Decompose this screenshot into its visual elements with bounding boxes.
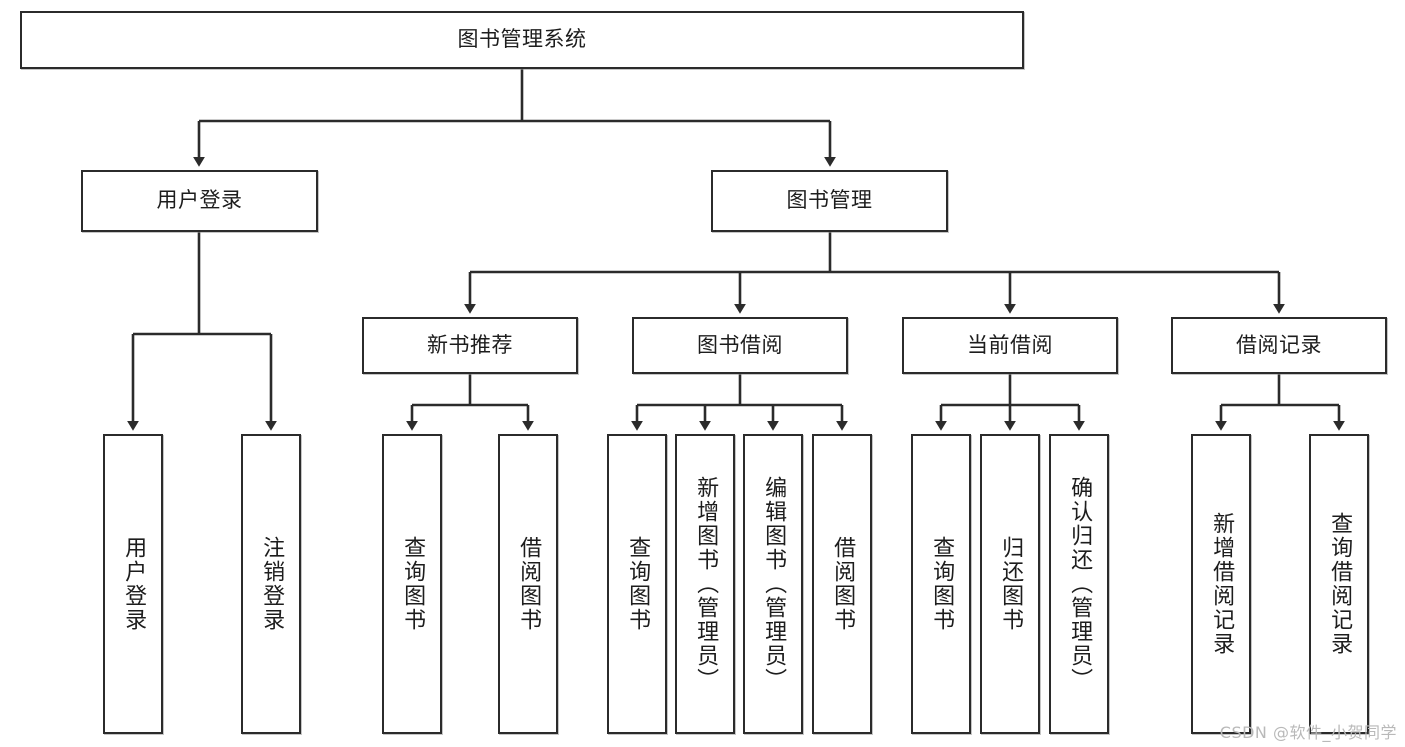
node-book-borrow[interactable]: 图书借阅 [632,317,848,374]
node-label: 新增借阅记录 [1209,512,1235,656]
node-label: 注销登录 [259,536,285,632]
node-label: 图书管理 [786,188,873,213]
leaf-user-login[interactable]: 用户登录 [103,434,163,734]
leaf-current-confirm-return-admin[interactable]: 确认归还（管理员） [1049,434,1109,734]
node-current-borrow[interactable]: 当前借阅 [902,317,1118,374]
node-label: 当前借阅 [967,332,1053,357]
node-new-book-recommend[interactable]: 新书推荐 [362,317,578,374]
node-root-system[interactable]: 图书管理系统 [20,11,1024,69]
leaf-current-query-book[interactable]: 查询图书 [911,434,971,734]
leaf-borrow-edit-book-admin[interactable]: 编辑图书（管理员） [743,434,803,734]
node-label: 用户登录 [156,188,243,213]
leaf-borrow-add-book-admin[interactable]: 新增图书（管理员） [675,434,735,734]
node-label: 用户登录 [121,536,147,632]
leaf-borrow-borrow-book[interactable]: 借阅图书 [812,434,872,734]
node-label: 图书管理系统 [457,27,587,52]
node-label: 查询图书 [929,536,955,632]
leaf-current-return-book[interactable]: 归还图书 [980,434,1040,734]
leaf-recommend-query-book[interactable]: 查询图书 [382,434,442,734]
leaf-record-query-record[interactable]: 查询借阅记录 [1309,434,1369,734]
leaf-user-logout[interactable]: 注销登录 [241,434,301,734]
node-label: 归还图书 [998,536,1024,632]
node-user-login[interactable]: 用户登录 [81,170,318,232]
node-label: 新增图书（管理员） [693,476,719,692]
node-label: 图书借阅 [697,332,783,357]
node-label: 确认归还（管理员） [1067,476,1093,692]
node-label: 查询图书 [400,536,426,632]
node-label: 借阅图书 [516,536,542,632]
node-borrow-record[interactable]: 借阅记录 [1171,317,1387,374]
watermark: CSDN @软件_小贺同学 [1219,723,1397,742]
node-book-management[interactable]: 图书管理 [711,170,948,232]
node-label: 新书推荐 [427,332,513,357]
node-label: 借阅记录 [1236,332,1322,357]
leaf-borrow-query-book[interactable]: 查询图书 [607,434,667,734]
leaf-record-add-record[interactable]: 新增借阅记录 [1191,434,1251,734]
node-label: 查询借阅记录 [1327,512,1353,656]
node-label: 借阅图书 [830,536,856,632]
node-label: 编辑图书（管理员） [761,476,787,692]
leaf-recommend-borrow-book[interactable]: 借阅图书 [498,434,558,734]
node-label: 查询图书 [625,536,651,632]
